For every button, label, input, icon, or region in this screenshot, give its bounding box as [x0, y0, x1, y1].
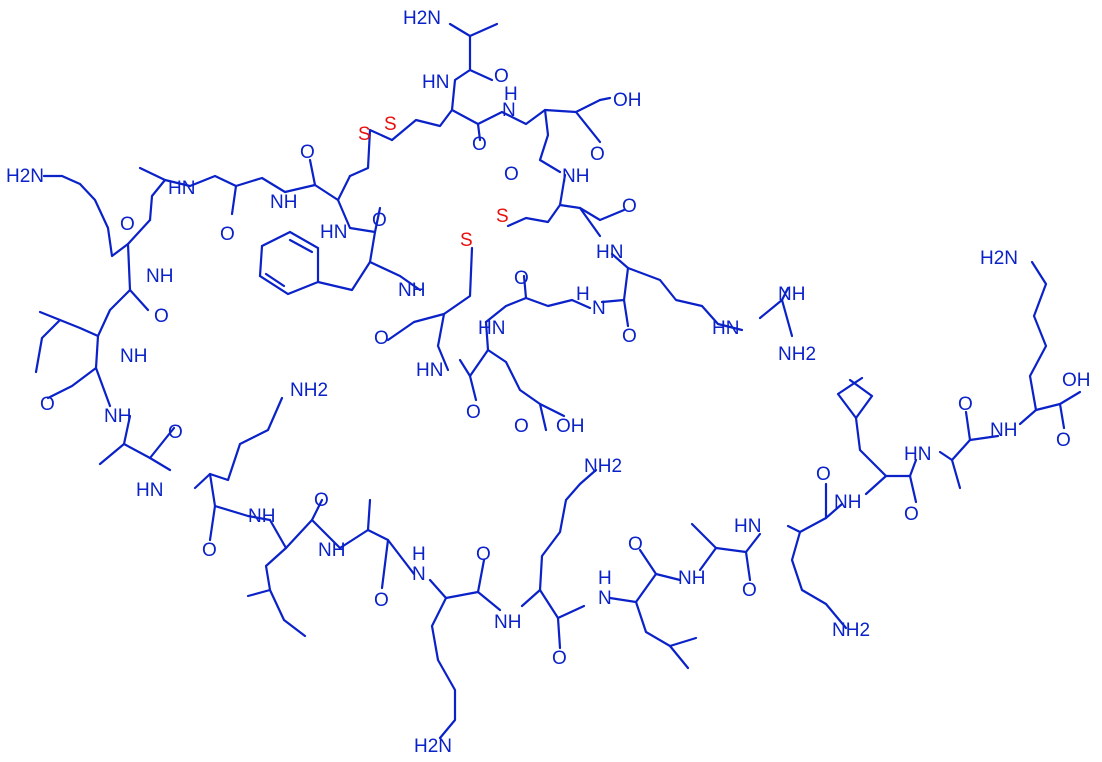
atom-n-term: H2N: [403, 8, 441, 29]
atom-n-leu3: N: [598, 588, 612, 609]
atom-labels: H2N HN O N H OH O O O NH O S S S S H2N H…: [6, 8, 1091, 757]
bond-skeleton: [34, 22, 1082, 740]
atom-n-ala1: HN: [422, 72, 449, 93]
atom-nh-gly1: HN: [168, 178, 195, 199]
atom-nh-leu1: NH: [120, 346, 147, 367]
atom-s2: S: [384, 114, 397, 135]
atom-o-cys2: O: [622, 196, 637, 217]
atom-o-gly2: O: [220, 224, 235, 245]
atom-o-leu1: O: [40, 394, 55, 415]
atom-n-arg: N: [592, 298, 606, 319]
atom-o-ala3: O: [374, 590, 389, 611]
atom-hn-lys2: HN: [136, 480, 163, 501]
atom-n-lys3: N: [412, 564, 426, 585]
atom-nh-guan: NH: [778, 284, 805, 305]
atom-nh2-lys2: NH2: [290, 380, 328, 401]
atom-hn-ala5: HN: [904, 444, 931, 465]
atom-oh-asp1: OH: [613, 90, 642, 111]
atom-o-gly1: O: [120, 214, 135, 235]
atom-nh2-lys6: H2N: [980, 248, 1018, 269]
atom-nh2-lys1: H2N: [6, 166, 44, 187]
atom-o-ala1: O: [494, 66, 509, 87]
atom-nh-phe: NH: [398, 280, 425, 301]
atom-h-lys3: H: [412, 544, 426, 565]
atom-nh-ala3: NH: [318, 540, 345, 561]
atom-o-arg: O: [622, 326, 637, 347]
atom-o-phe: O: [374, 328, 389, 349]
atom-oh-asp2: OH: [556, 416, 585, 437]
atom-hn-arg: HN: [596, 242, 623, 263]
atom-nh-gly2: NH: [270, 192, 297, 213]
atom-oh-cterm: OH: [1062, 370, 1091, 391]
atom-s1: S: [358, 124, 371, 145]
atom-o-ala2: O: [168, 422, 183, 443]
atom-h-leu3: H: [598, 568, 612, 589]
atom-nh2-guan: NH2: [778, 344, 816, 365]
atom-n-asp1: N: [502, 100, 516, 121]
atom-nh-leu4: NH: [834, 492, 861, 513]
atom-hn-gly3: HN: [478, 318, 505, 339]
atom-o-asp2-back: O: [466, 402, 481, 423]
atom-o-ala5: O: [958, 394, 973, 415]
atom-o-leu2: O: [314, 490, 329, 511]
atom-h-arg: H: [576, 284, 590, 305]
atom-o-asp2-side: O: [514, 416, 529, 437]
atom-hn-asp2: HN: [416, 360, 443, 381]
atom-hn-cys3: HN: [320, 222, 347, 243]
atom-nh-lys4: NH: [494, 612, 521, 633]
atom-s4: S: [460, 230, 473, 251]
atom-o-leu3: O: [628, 534, 643, 555]
atom-hn-guan: HN: [712, 318, 739, 339]
atom-o-cys3: O: [372, 210, 387, 231]
atom-nh2-lys3: H2N: [414, 736, 452, 757]
atom-nh-ala4: NH: [678, 568, 705, 589]
atom-o-asp1-side: O: [590, 144, 605, 165]
atom-nh-lys6: NH: [990, 420, 1017, 441]
atom-nh2-lys4: NH2: [584, 456, 622, 477]
atom-o-leu4: O: [904, 504, 919, 525]
atom-s3: S: [496, 206, 509, 227]
atom-o-lys4: O: [552, 648, 567, 669]
atom-o-ala4: O: [742, 580, 757, 601]
atom-o-lys2: O: [202, 540, 217, 561]
atom-o-asp1-back: O: [504, 164, 519, 185]
atom-o-gly-top: O: [300, 142, 315, 163]
atom-h-asp1: H: [504, 84, 518, 105]
atom-o-gly3: O: [514, 268, 529, 289]
atom-nh-lys1: NH: [146, 266, 173, 287]
atom-hn-lys5: HN: [734, 516, 761, 537]
atom-o-lys1: O: [154, 306, 169, 327]
atom-o-cterm: O: [1056, 430, 1071, 451]
atom-nh-cys2: NH: [562, 166, 589, 187]
atom-o-lys5: O: [816, 464, 831, 485]
atom-o-lys3: O: [476, 544, 491, 565]
atom-nh2-lys5: NH2: [832, 620, 870, 641]
atom-nh-leu2: NH: [248, 506, 275, 527]
atom-o-cys1: O: [472, 134, 487, 155]
atom-nh-ala2: NH: [104, 406, 131, 427]
